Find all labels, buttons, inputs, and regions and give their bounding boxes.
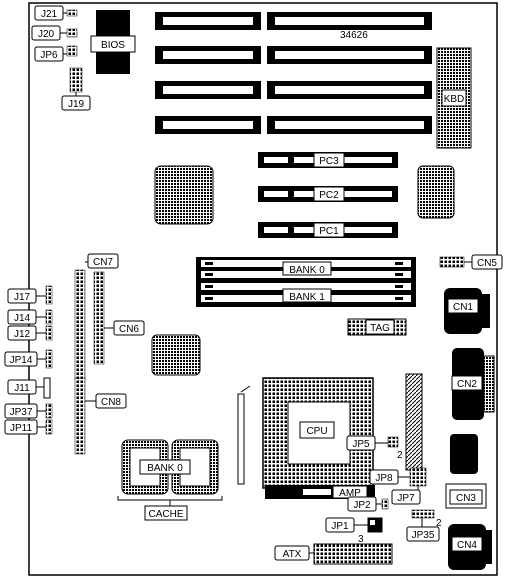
pci-slot-pc1: PC1 [258, 222, 398, 238]
board-number: 34626 [340, 30, 368, 41]
connector-cn1: CN1 [444, 288, 490, 334]
svg-text:JP37: JP37 [10, 407, 33, 418]
svg-text:JP8: JP8 [375, 473, 393, 484]
svg-text:CN2: CN2 [457, 379, 477, 390]
atx-power-connector: ATX [274, 543, 393, 565]
pci-slot-pc3: PC3 [258, 152, 398, 168]
jumper-j19: J19 [61, 67, 91, 111]
jumper-jp2: JP2 [347, 496, 389, 512]
svg-text:CN7: CN7 [93, 257, 113, 268]
bios-label: BIOS [101, 40, 125, 51]
port-connector [450, 434, 478, 474]
power-connector [405, 373, 423, 471]
jumper-j14: J14 [7, 309, 53, 325]
svg-text:JP2: JP2 [353, 500, 371, 511]
svg-text:J17: J17 [14, 292, 31, 303]
bank0-simm-label: BANK 0 [289, 265, 325, 276]
chipset-chip [154, 165, 214, 225]
svg-text:CN8: CN8 [101, 397, 121, 408]
jumper-jp1: JP1 3 [325, 517, 383, 545]
svg-text:CN5: CN5 [477, 258, 497, 269]
cache-memory: BANK 0 CACHE [117, 439, 223, 521]
jumper-j11: J11 [7, 377, 51, 399]
jumper-jp35: 2 JP35 [406, 509, 442, 542]
connector-cn4: CN4 [448, 524, 492, 570]
io-chip [151, 334, 201, 376]
svg-text:2: 2 [397, 450, 403, 461]
jumper-jp7: JP7 [391, 486, 421, 505]
jumper-jp8: JP8 [369, 467, 427, 487]
connector-cn3: CN3 [445, 483, 487, 509]
svg-text:J19: J19 [68, 99, 85, 110]
simm-banks: BANK 0 BANK 1 [196, 257, 416, 307]
connector-cn6: CN6 [93, 271, 145, 365]
svg-text:JP5: JP5 [352, 439, 370, 450]
svg-text:CN1: CN1 [453, 302, 473, 313]
chipset-chip [417, 165, 455, 219]
cpu-socket: CPU [262, 377, 374, 489]
svg-text:JP14: JP14 [10, 355, 33, 366]
jumper-j21: J21 [34, 5, 78, 21]
svg-text:J11: J11 [14, 383, 30, 394]
svg-text:PC2: PC2 [319, 190, 339, 201]
svg-text:JP11: JP11 [10, 423, 32, 434]
connector-cn5: CN5 [439, 254, 503, 270]
jumper-j17: J17 [7, 285, 53, 305]
svg-text:J21: J21 [41, 9, 58, 20]
svg-text:J12: J12 [14, 329, 31, 340]
svg-text:J20: J20 [38, 29, 55, 40]
jumper-jp6: JP6 [34, 45, 78, 62]
svg-text:PC3: PC3 [319, 156, 339, 167]
svg-text:J14: J14 [14, 313, 31, 324]
connector-cn8: CN8 [74, 377, 127, 455]
jumper-j20: J20 [31, 25, 78, 41]
connector-cn2: CN2 [451, 348, 495, 420]
svg-text:ATX: ATX [283, 549, 302, 560]
svg-text:JP7: JP7 [397, 493, 415, 504]
svg-text:JP35: JP35 [412, 530, 435, 541]
jumper-jp14: JP14 [4, 349, 53, 369]
jumper-jp37: JP37 [4, 403, 53, 419]
socket-lever [237, 393, 245, 485]
isa-slots [155, 12, 432, 134]
bios-chip: BIOS [90, 10, 136, 74]
svg-text:PC1: PC1 [319, 226, 339, 237]
cpu-label: CPU [306, 426, 327, 437]
bank1-simm-label: BANK 1 [289, 292, 325, 303]
svg-text:TAG: TAG [370, 323, 390, 334]
tag-ram: TAG [347, 318, 407, 336]
cache-label: CACHE [148, 509, 183, 520]
svg-text:CN6: CN6 [119, 324, 139, 335]
svg-text:JP1: JP1 [331, 521, 349, 532]
svg-text:2: 2 [436, 518, 442, 529]
svg-text:3: 3 [358, 534, 364, 545]
svg-text:CN4: CN4 [457, 540, 477, 551]
svg-text:AMP: AMP [339, 488, 361, 499]
amp-connector: AMP [265, 485, 375, 499]
kbd-label: KBD [444, 94, 465, 105]
jumper-jp5: JP5 2 [346, 435, 403, 461]
jumper-jp11: JP11 [4, 419, 53, 435]
connector-cn7: CN7 [74, 253, 119, 381]
svg-text:JP6: JP6 [40, 50, 58, 61]
pci-slot-pc2: PC2 [258, 186, 398, 202]
keyboard-connector: KBD [436, 47, 472, 149]
jumper-j12: J12 [7, 325, 53, 341]
bank0-cache-label: BANK 0 [147, 463, 183, 474]
svg-text:CN3: CN3 [456, 493, 476, 504]
